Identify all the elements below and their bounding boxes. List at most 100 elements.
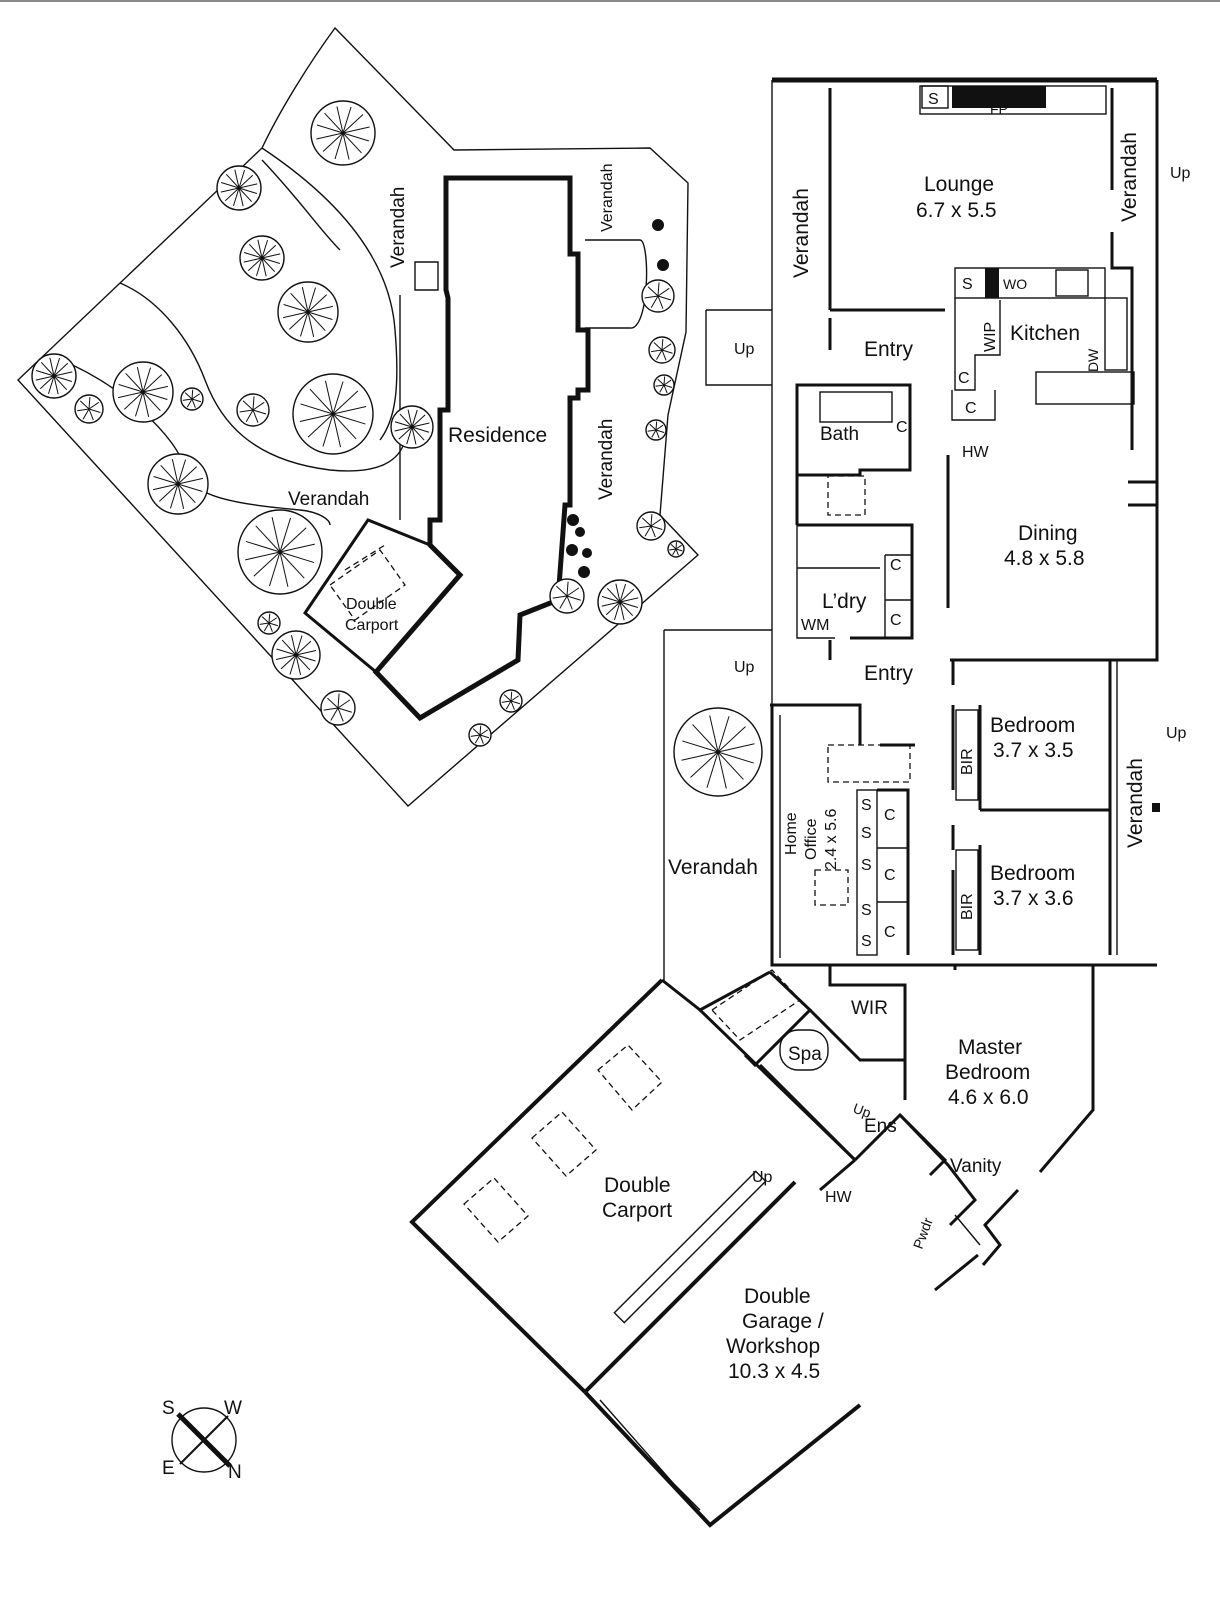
wir-name: WIR [851, 998, 888, 1019]
tree-symbol [645, 419, 667, 441]
verandah-label: Verandah [1124, 758, 1147, 848]
compass-rose: S W E N [162, 1398, 242, 1483]
bedroom-size: 3.7 x 3.5 [993, 739, 1074, 762]
residence-outline [372, 175, 591, 722]
garage-size: 10.3 x 4.5 [728, 1360, 820, 1383]
dining-name: Dining [1018, 522, 1078, 545]
fixture-hw-label: HW [825, 1189, 853, 1206]
verandah-label: Verandah [1118, 132, 1141, 222]
kitchen-name: Kitchen [1010, 322, 1080, 345]
site-verandah-label: Verandah [388, 187, 409, 268]
tree-symbol [237, 509, 323, 595]
compass-w-label: W [224, 1398, 242, 1419]
bath-name: Bath [820, 424, 859, 445]
tree-symbol [673, 707, 763, 797]
shrub-symbol [575, 527, 585, 537]
vanity-name: Vanity [950, 1156, 1002, 1177]
fixture-wip-label: WIP [982, 322, 999, 352]
site-carport-label: Double [346, 596, 397, 613]
garage-name: Workshop [726, 1335, 820, 1358]
bedroom-name: Bedroom [990, 714, 1075, 737]
fixture-s-label: S [861, 797, 872, 814]
fixture-s-label: S [861, 857, 872, 874]
master-name: Bedroom [945, 1061, 1030, 1084]
fixture-bir-label: BIR [959, 893, 976, 920]
tree-symbol [390, 405, 434, 449]
carport-name: Carport [602, 1199, 672, 1222]
fixture-s-label: S [861, 933, 872, 950]
fixture-c-label: C [896, 419, 908, 436]
tree-symbol [271, 630, 321, 680]
fixture-wm-label: WM [801, 617, 829, 634]
tree-symbol [648, 336, 676, 364]
compass-e-label: E [162, 1458, 175, 1479]
fixture-c-label: C [884, 924, 896, 941]
ensuite-name: Ens [864, 1116, 897, 1137]
fixture-s-label: S [928, 91, 939, 108]
fixture-hw-label: HW [962, 444, 990, 461]
fixture-wo-label: WO [1003, 276, 1027, 292]
home-office-name: Office [803, 818, 820, 860]
fireplace-label: FP [990, 101, 1008, 117]
carport-name: Double [604, 1174, 671, 1197]
fixture-dw-label: DW [1085, 348, 1101, 372]
powder-room-name: Pwdr [910, 1215, 936, 1251]
up-label: Up [1166, 725, 1187, 742]
home-office-name: Home [783, 812, 800, 855]
site-trees [31, 100, 685, 747]
tree-symbol [236, 393, 270, 427]
master-size: 4.6 x 6.0 [948, 1086, 1029, 1109]
tree-symbol [257, 611, 281, 635]
up-label: Up [1170, 165, 1191, 182]
site-verandah-label: Verandah [599, 163, 616, 232]
home-office-size: 2.4 x 5.6 [823, 809, 840, 870]
tree-symbol [320, 690, 356, 726]
tree-symbol [277, 281, 339, 343]
site-verandah-label: Verandah [288, 489, 369, 510]
tree-symbol [239, 235, 285, 281]
tree-symbol [74, 394, 104, 424]
bedroom-size: 3.7 x 3.6 [993, 887, 1074, 910]
lounge-size: 6.7 x 5.5 [916, 199, 997, 222]
tree-symbol [216, 165, 262, 211]
fixture-s-label: S [962, 276, 973, 293]
fixture-c-label: C [890, 557, 902, 574]
fixture-c-label: C [884, 867, 896, 884]
entry-name: Entry [864, 662, 914, 685]
tree-symbol [180, 387, 204, 411]
up-label: Up [851, 1100, 873, 1121]
shrub-symbol [566, 544, 578, 556]
verandah-label: Verandah [790, 188, 813, 278]
site-carport-label: Carport [345, 617, 399, 634]
shrub-symbol [567, 514, 579, 526]
fixture-c-label: C [884, 807, 896, 824]
compass-n-label: N [228, 1462, 242, 1483]
fixture-s-label: S [861, 902, 872, 919]
dining-size: 4.8 x 5.8 [1004, 547, 1085, 570]
fixture-c-label: C [958, 370, 970, 387]
lot-boundary [17, 26, 700, 807]
up-label: Up [752, 1169, 773, 1186]
site-verandah-label: Verandah [596, 419, 617, 500]
garage-name: Double [744, 1285, 811, 1308]
site-residence-label: Residence [448, 424, 547, 447]
shrub-symbol [578, 566, 590, 578]
tree-symbol [292, 373, 374, 455]
spa-name: Spa [788, 1044, 822, 1065]
laundry-name: L’dry [822, 590, 867, 613]
shrub-symbol [582, 548, 592, 558]
tree-symbol [468, 723, 492, 747]
tree-symbol [653, 374, 675, 396]
shrub-symbol [652, 219, 664, 231]
shrub-symbol [657, 259, 669, 271]
lounge-name: Lounge [924, 173, 994, 196]
tree-symbol [31, 353, 77, 399]
floor-plan: S W E N S FP S WO WIP DW C C C HW C C WM… [162, 77, 1191, 1528]
garage-name: Garage / [742, 1310, 824, 1333]
tree-symbol [641, 279, 675, 313]
tree-symbol [499, 689, 523, 713]
tree-symbol [147, 453, 209, 515]
compass-s-label: S [162, 1398, 175, 1419]
floor-plan-trees [673, 707, 763, 797]
